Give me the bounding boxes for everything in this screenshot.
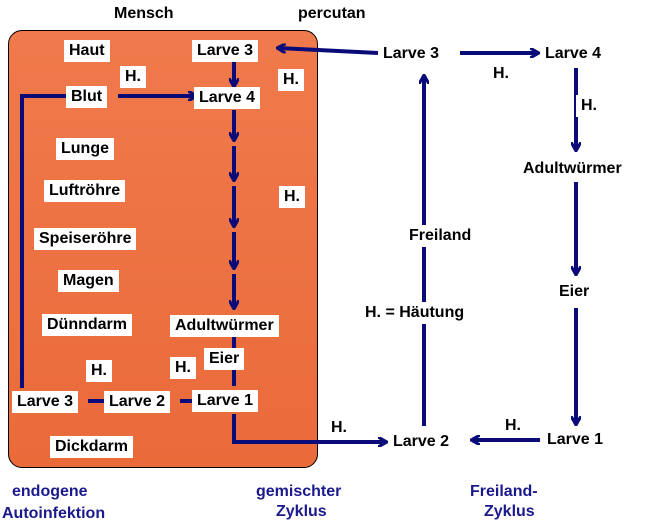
legend-haeutung: H. = Häutung <box>360 302 470 324</box>
stage-host-eier: Eier <box>204 348 245 370</box>
arrow-free-l3-to-host-l3 <box>278 48 379 55</box>
caption-free-1: Freiland- <box>470 483 538 500</box>
stage-host-larve3-low: Larve 3 <box>12 391 79 413</box>
molt-host-mid: H. <box>279 186 305 208</box>
caption-mixed-2: Zyklus <box>276 503 327 520</box>
organ-haut: Haut <box>64 40 110 62</box>
molt-free-l2: H. <box>326 417 352 439</box>
stage-host-larve4: Larve 4 <box>194 87 261 109</box>
molt-free-top: H. <box>488 63 514 85</box>
organ-duenndarm: Dünndarm <box>42 314 132 336</box>
organ-lunge: Lunge <box>56 138 114 160</box>
molt-free-side: H. <box>576 95 602 117</box>
stage-free-larve4: Larve 4 <box>540 43 607 65</box>
molt-blut: H. <box>120 66 146 88</box>
label-freiland: Freiland <box>404 225 477 247</box>
caption-free-2: Zyklus <box>484 503 535 520</box>
molt-free-l1: H. <box>500 415 526 437</box>
caption-mixed-1: gemischter <box>256 483 342 500</box>
organ-speiseroehre: Speiseröhre <box>34 228 137 250</box>
organ-dickdarm: Dickdarm <box>50 436 133 458</box>
stage-free-adult: Adultwürmer <box>518 158 627 180</box>
arrow-autoinfection-loop <box>20 94 68 388</box>
molt-host-top: H. <box>278 69 304 91</box>
organ-blut: Blut <box>66 86 108 108</box>
caption-endogenous-1: endogene <box>12 483 88 500</box>
organ-magen: Magen <box>58 270 119 292</box>
header-host: Mensch <box>114 5 174 22</box>
caption-endogenous-2: Autoinfektion <box>2 505 106 522</box>
stage-host-adult: Adultwürmer <box>170 315 279 337</box>
stage-free-larve2: Larve 2 <box>388 431 455 453</box>
stage-host-larve3: Larve 3 <box>192 40 259 62</box>
molt-host-l2: H. <box>86 360 112 382</box>
stage-free-larve1: Larve 1 <box>542 429 609 451</box>
organ-luftroehre: Luftröhre <box>44 180 126 202</box>
stage-host-larve1: Larve 1 <box>192 390 259 412</box>
stage-free-eier: Eier <box>554 281 595 303</box>
stage-free-larve3: Larve 3 <box>378 43 445 65</box>
header-entry: percutan <box>298 5 366 22</box>
stage-host-larve2: Larve 2 <box>104 391 171 413</box>
arrow-host-l1-to-free-l2 <box>232 414 386 442</box>
molt-host-l1: H. <box>170 357 196 379</box>
